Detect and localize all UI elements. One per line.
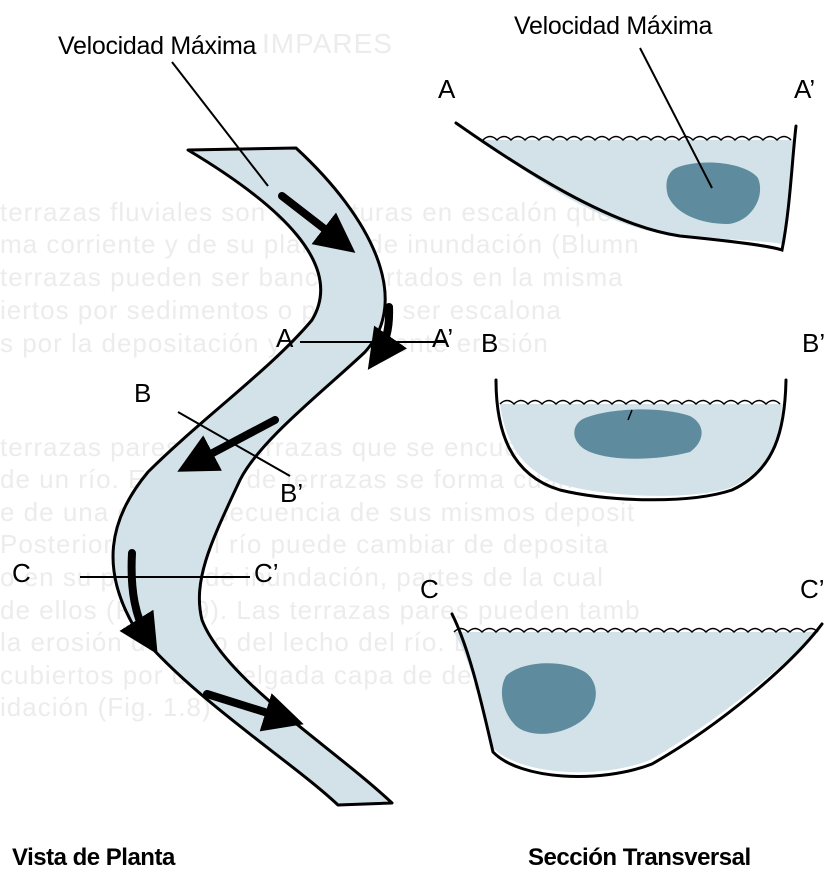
- plan-section-a-start: A: [276, 325, 293, 351]
- max-velocity-zone-b: [574, 409, 701, 458]
- cross-section-caption: Sección Transversal: [528, 846, 751, 870]
- section-b-start: B: [481, 330, 498, 356]
- plan-view-caption: Vista de Planta: [12, 846, 175, 870]
- plan-section-b-end: B’: [280, 480, 303, 506]
- plan-callout-label: Velocidad Máxima: [58, 34, 256, 59]
- section-callout-label: Velocidad Máxima: [514, 14, 712, 39]
- plan-section-a-end: A’: [432, 325, 453, 351]
- section-a-end: A’: [794, 76, 815, 102]
- plan-section-c-end: C’: [254, 560, 279, 586]
- section-a-start: A: [438, 76, 455, 102]
- cross-section-b: [496, 380, 786, 500]
- section-b-end: B’: [802, 330, 825, 356]
- section-c-end: C’: [800, 576, 825, 602]
- cross-section-a: [456, 48, 796, 250]
- section-c-start: C: [420, 576, 439, 602]
- plan-section-b-start: B: [134, 380, 151, 406]
- plan-section-c-start: C: [12, 560, 31, 586]
- cross-section-c: [452, 614, 822, 777]
